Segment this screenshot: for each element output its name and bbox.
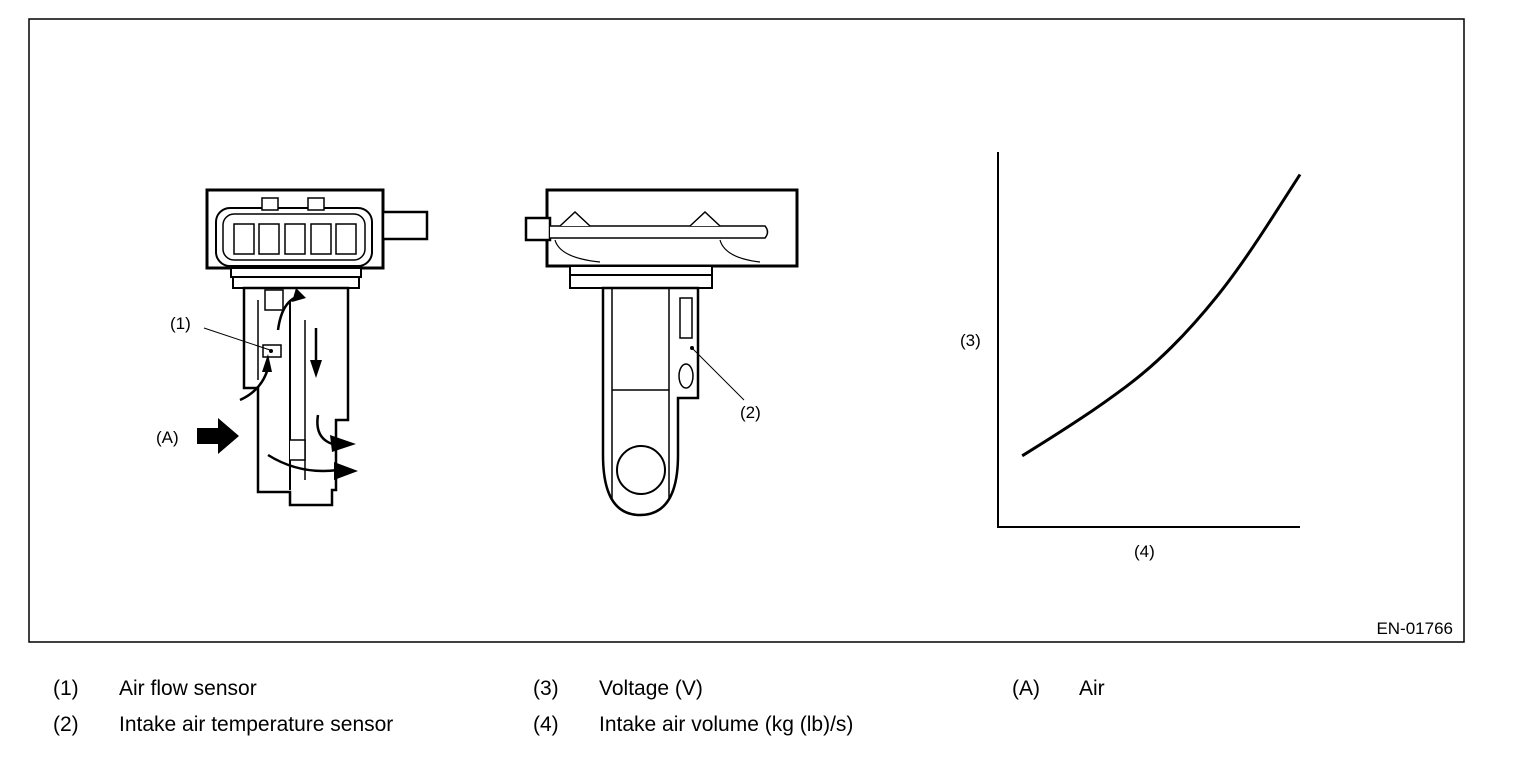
- callout-1: (1): [170, 314, 191, 333]
- legend-key: (3): [533, 677, 559, 700]
- legend-text: Intake air volume (kg (lb)/s): [599, 713, 854, 736]
- callout-2: (2): [740, 403, 761, 422]
- legend-key: (1): [53, 677, 79, 700]
- legend-key: (A): [1012, 677, 1040, 700]
- legend-text: Air: [1079, 677, 1105, 700]
- legend-key: (4): [533, 713, 559, 736]
- legend-item-A: (A) Air: [1012, 675, 1212, 703]
- legend-item-4: (4) Intake air volume (kg (lb)/s): [533, 711, 953, 739]
- legend-item-3: (3) Voltage (V): [533, 675, 953, 703]
- legend-text: Air flow sensor: [119, 677, 257, 700]
- leader-line-1: [203, 327, 271, 351]
- air-inlet-arrow: [197, 418, 239, 454]
- legend-text: Intake air temperature sensor: [119, 713, 394, 736]
- callout-A: (A): [156, 428, 179, 447]
- legend: (1) Air flow sensor (2) Intake air tempe…: [0, 670, 1520, 750]
- legend-text: Voltage (V): [599, 677, 703, 700]
- y-axis-label: (3): [960, 331, 981, 350]
- legend-item-2: (2) Intake air temperature sensor: [53, 711, 473, 739]
- sensor-side-view: [524, 188, 799, 517]
- graph-axes: [997, 152, 1300, 528]
- legend-key: (2): [53, 713, 79, 736]
- figure-frame: [28, 18, 1465, 643]
- legend-item-1: (1) Air flow sensor: [53, 675, 453, 703]
- figure-id: EN-01766: [1376, 619, 1453, 638]
- x-axis-label: (4): [1134, 542, 1155, 561]
- leader-line-2: [691, 347, 745, 401]
- graph-curve: [1021, 173, 1302, 458]
- sensor-front-view: [205, 188, 429, 507]
